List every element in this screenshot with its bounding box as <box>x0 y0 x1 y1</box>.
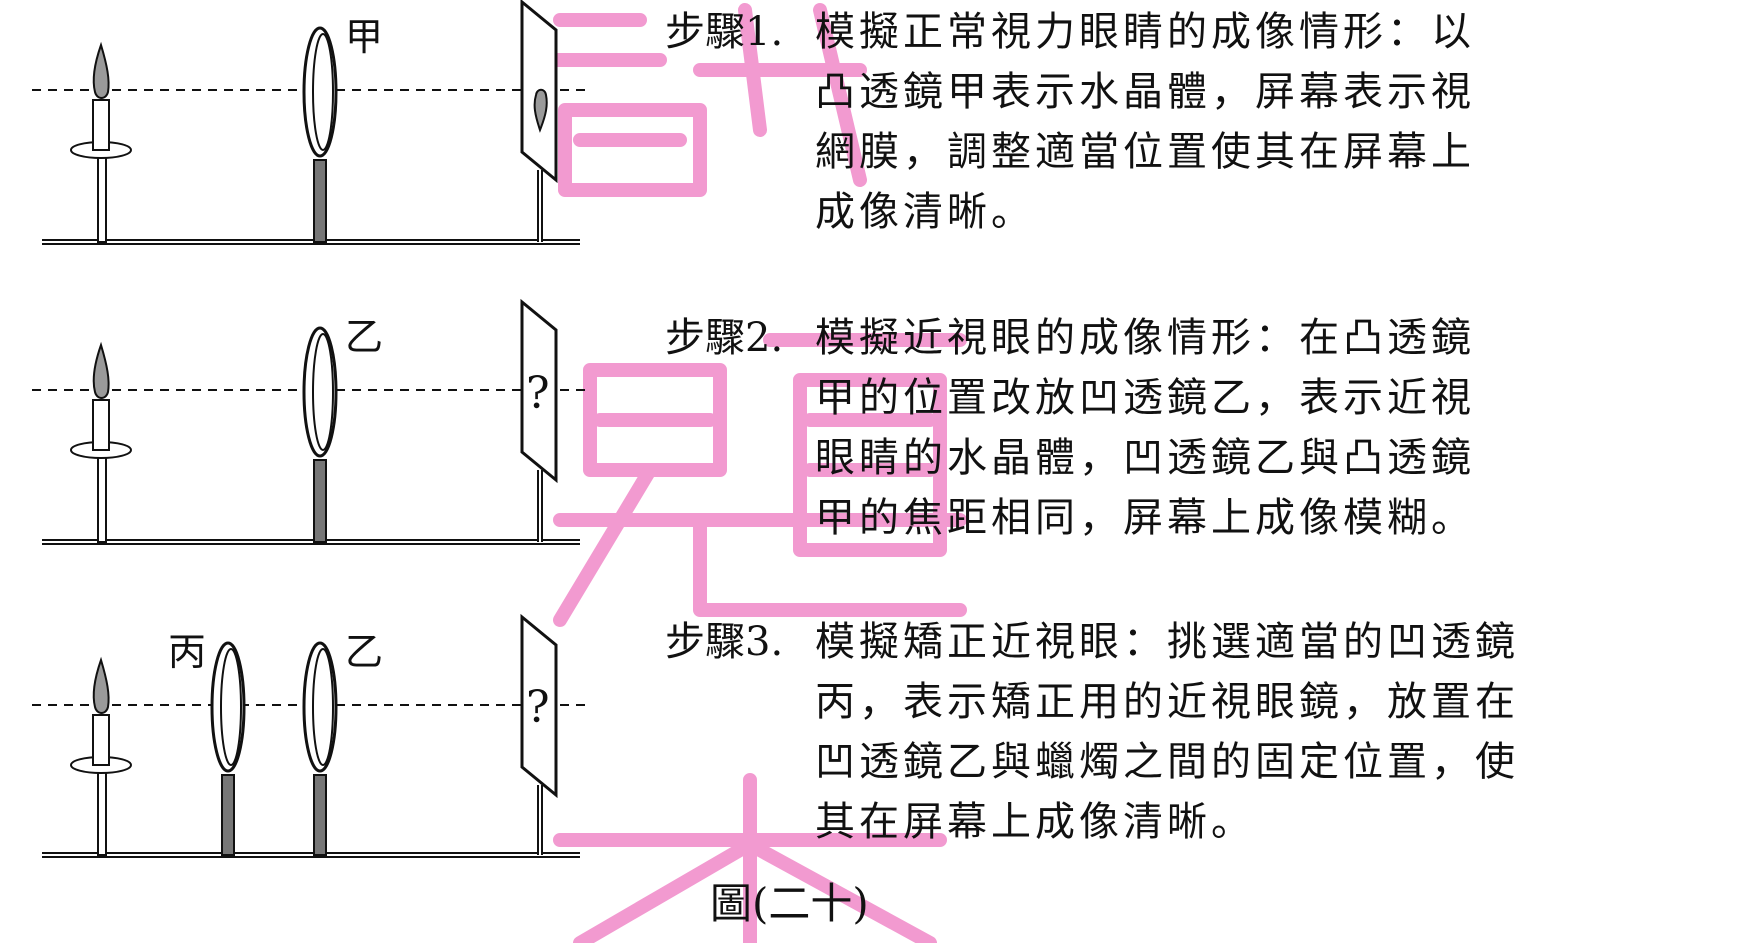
step-text-line: 甲的焦距相同，屏幕上成像模糊。 <box>815 495 1475 541</box>
step-label: 步驟2. <box>665 315 784 361</box>
step-2: 步驟2. 模擬近視眼的成像情形：在凸透鏡 甲的位置改放凹透鏡乙，表示近視 眼睛的… <box>665 308 1585 548</box>
step-text-line: 成像清晰。 <box>815 189 1035 235</box>
setup-row-1: 甲 <box>32 0 590 245</box>
candle <box>70 341 132 543</box>
concave-lens-yi: 乙 <box>302 630 383 856</box>
step-text-line: 眼睛的水晶體，凹透鏡乙與凸透鏡 <box>815 435 1475 481</box>
candle <box>70 41 132 243</box>
step-label: 步驟1. <box>665 9 784 55</box>
flame-icon <box>92 656 110 714</box>
lens-label-yi: 乙 <box>345 630 383 674</box>
step-text-line: 模擬近視眼的成像情形：在凸透鏡 <box>815 315 1475 361</box>
unknown-image-mark: ? <box>526 682 550 733</box>
flame-icon <box>92 341 110 399</box>
step-text-line: 甲的位置改放凹透鏡乙，表示近視 <box>815 375 1475 421</box>
step-text-line: 模擬正常視力眼睛的成像情形：以 <box>815 9 1475 55</box>
figure-caption: 圖(二十) <box>710 879 869 928</box>
setup-row-2: 乙 ? <box>32 298 590 545</box>
step-text-line: 凸透鏡甲表示水晶體，屏幕表示視 <box>815 69 1475 115</box>
step-text-line: 凹透鏡乙與蠟燭之間的固定位置，使 <box>815 739 1519 785</box>
convex-lens-jia: 甲 <box>302 15 383 243</box>
step-text-line: 模擬矯正近視眼：挑選適當的凹透鏡 <box>815 619 1519 665</box>
concave-lens-bing: 丙 <box>168 630 246 856</box>
lens-label-bing: 丙 <box>168 630 206 674</box>
concave-lens-yi: 乙 <box>302 315 383 543</box>
candle <box>70 656 132 856</box>
setup-row-3: 丙 乙 ? <box>32 613 590 858</box>
step-3: 步驟3. 模擬矯正近視眼：挑選適當的凹透鏡 丙，表示矯正用的近視眼鏡，放置在 凹… <box>665 612 1585 852</box>
step-1: 步驟1. 模擬正常視力眼睛的成像情形：以 凸透鏡甲表示水晶體，屏幕表示視 網膜，… <box>665 2 1585 242</box>
step-text-line: 網膜，調整適當位置使其在屏幕上 <box>815 129 1475 175</box>
step-text-line: 其在屏幕上成像清晰。 <box>815 799 1255 845</box>
inverted-flame-image-icon <box>533 88 548 133</box>
screen: ? <box>520 613 558 855</box>
watermark <box>548 3 967 943</box>
step-text-line: 丙，表示矯正用的近視眼鏡，放置在 <box>815 679 1519 725</box>
flame-icon <box>92 41 110 99</box>
screen <box>520 0 558 242</box>
unknown-image-mark: ? <box>526 368 550 419</box>
lens-label-yi: 乙 <box>345 315 383 359</box>
screen: ? <box>520 298 558 542</box>
lens-label-jia: 甲 <box>345 15 383 59</box>
step-label: 步驟3. <box>665 619 784 665</box>
